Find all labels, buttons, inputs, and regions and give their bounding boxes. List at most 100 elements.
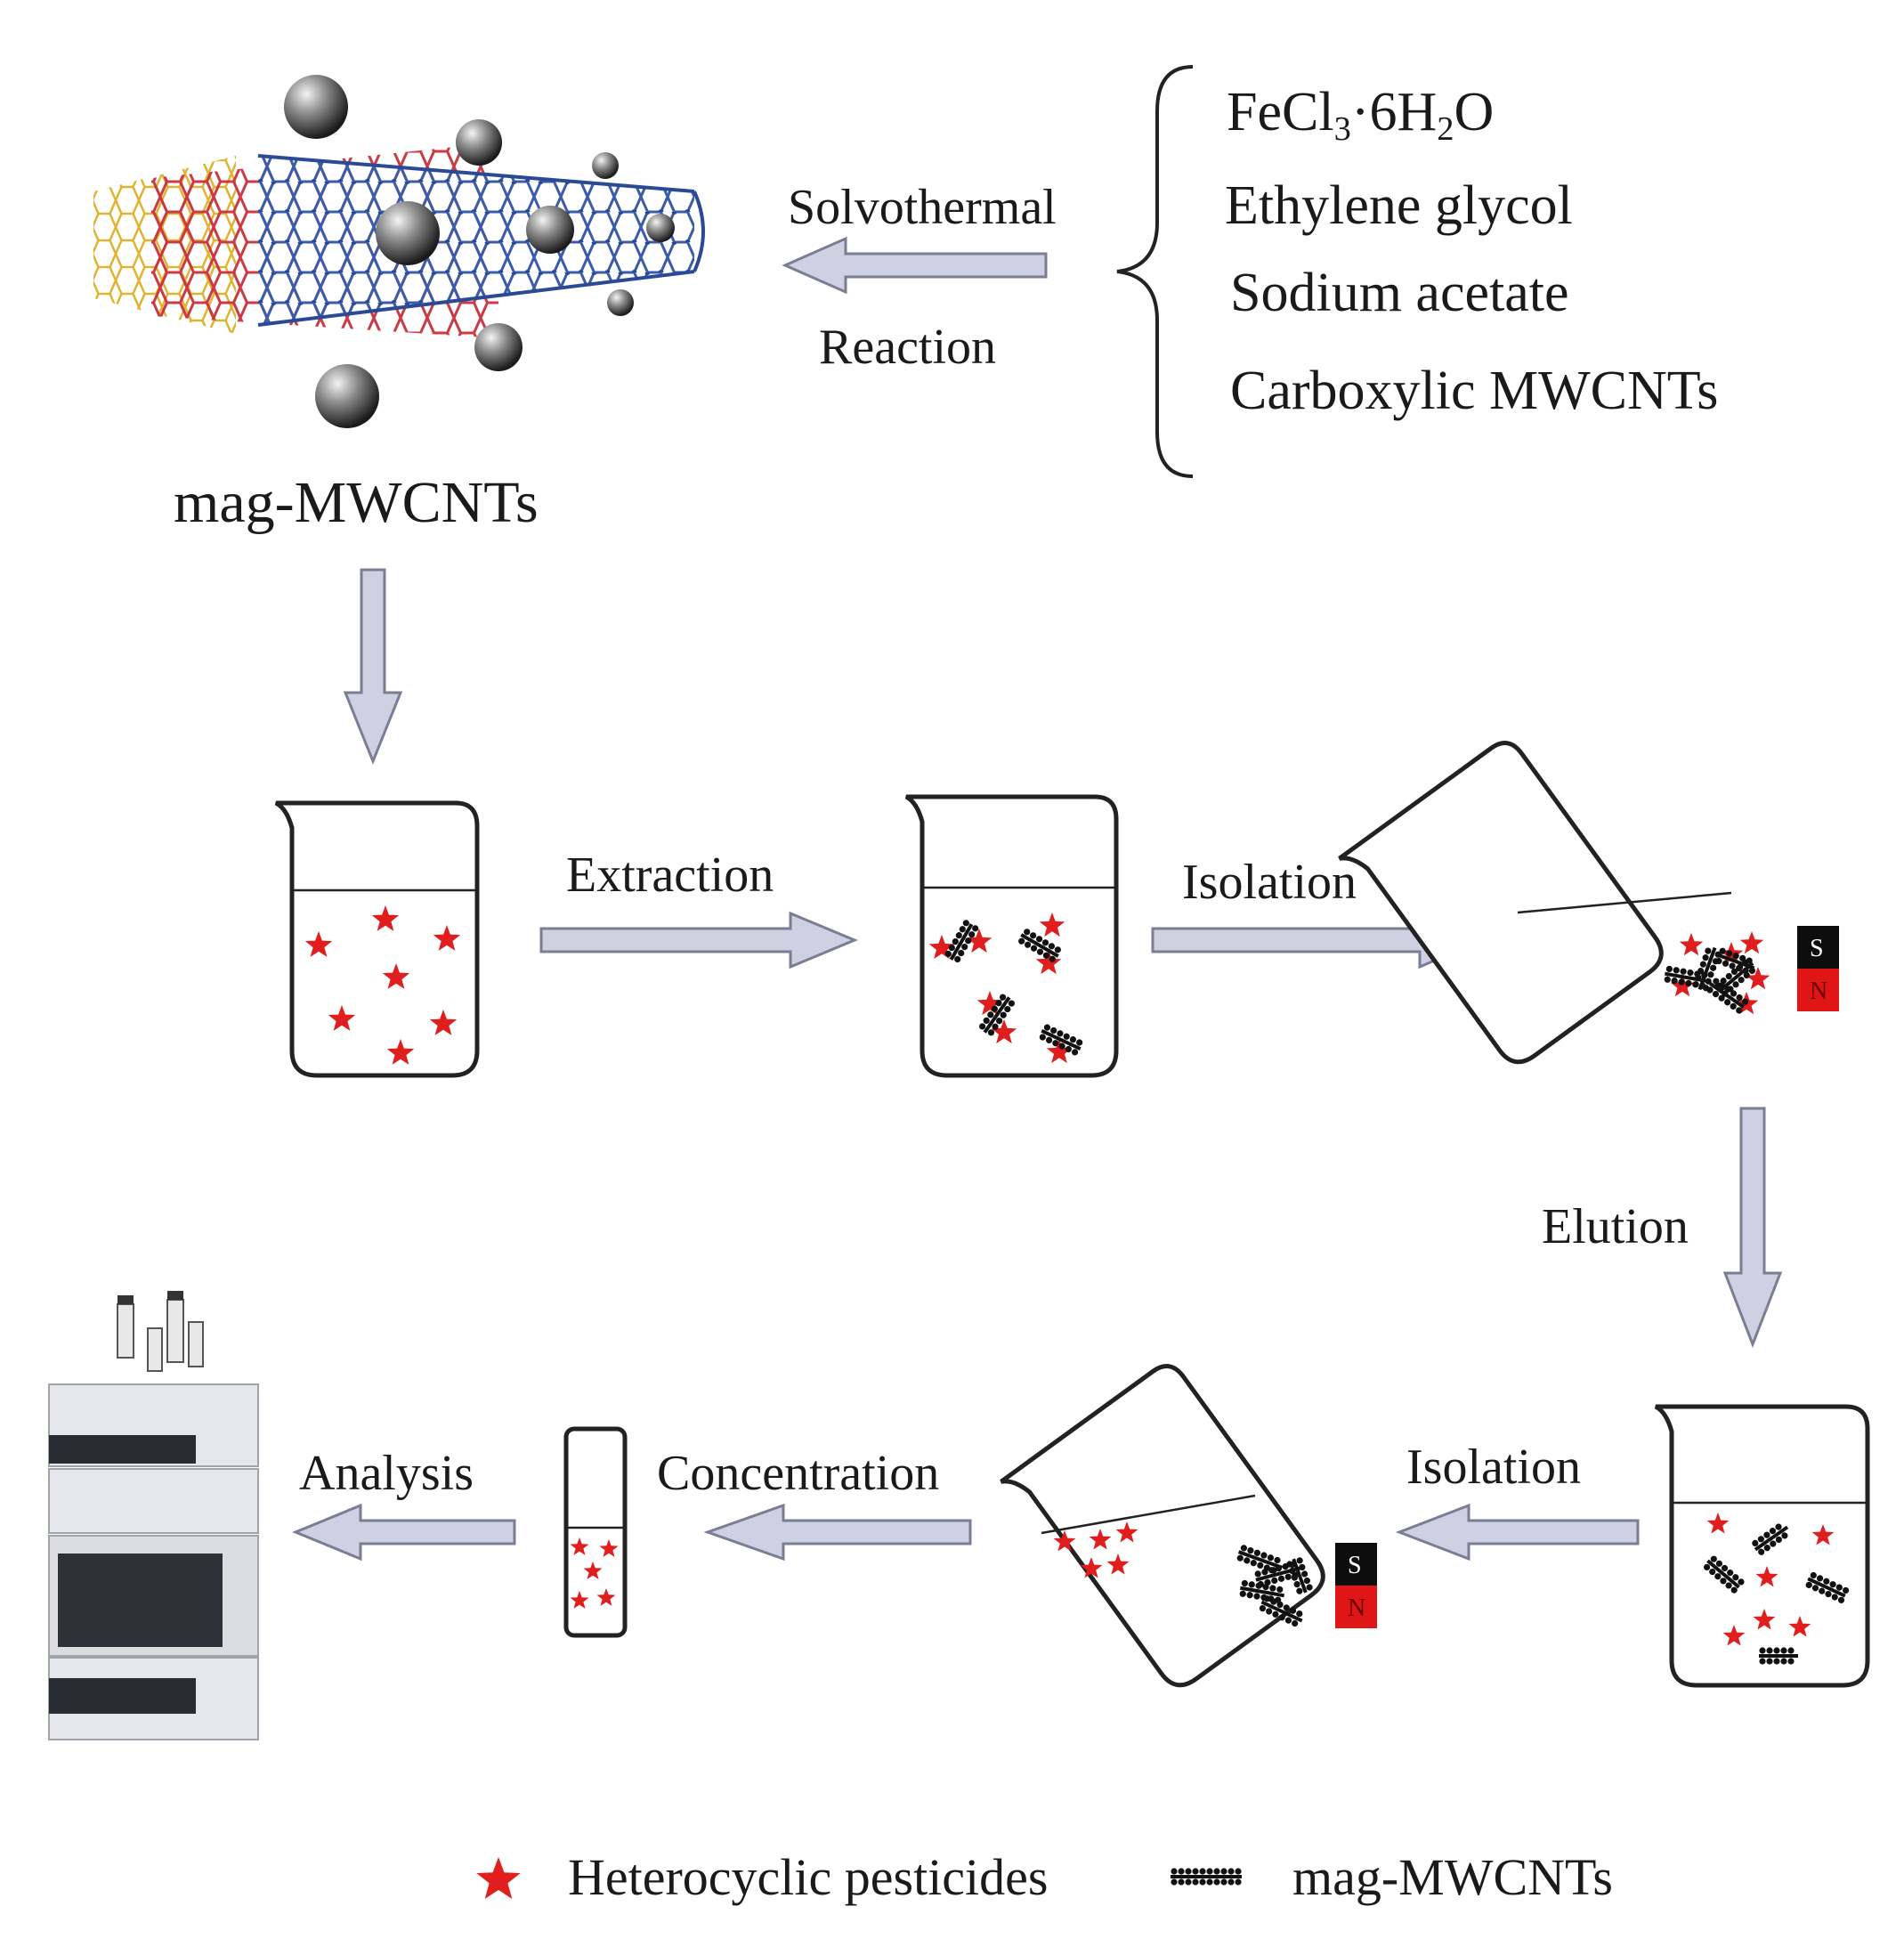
magnet-2 xyxy=(1335,1543,1377,1628)
pesticide-star xyxy=(1746,967,1770,990)
pesticide-star xyxy=(1753,1609,1776,1630)
pesticide-star xyxy=(1811,1524,1835,1545)
magnetic-nanoparticle xyxy=(376,201,440,265)
pesticide-star xyxy=(1106,1554,1130,1575)
magnetic-nanoparticle xyxy=(474,323,523,371)
nanotube-cluster xyxy=(1703,1555,1745,1594)
nanotube-cluster xyxy=(1752,1523,1789,1555)
pesticide-star xyxy=(570,1537,589,1555)
magnet-2-south-label: S xyxy=(1348,1552,1362,1579)
pesticide-star xyxy=(328,1005,356,1031)
reagent-fecl3: FeCl3·6H2O xyxy=(1227,82,1495,148)
magnet-1-south-label: S xyxy=(1810,935,1824,962)
pesticide-star xyxy=(386,1039,415,1065)
beaker-sample xyxy=(274,800,480,1078)
nanotube-cluster xyxy=(979,994,1015,1036)
pesticide-star xyxy=(433,925,461,951)
pesticide-star xyxy=(429,1010,458,1035)
beaker-isolation-2-liquid xyxy=(1041,1494,1256,1535)
magnet-2-north-label: N xyxy=(1348,1594,1366,1622)
nanotube-cluster xyxy=(1664,965,1709,989)
pesticide-star xyxy=(1039,913,1065,937)
legend-nanotube-label: mag-MWCNTs xyxy=(1292,1848,1614,1906)
pesticide-star xyxy=(1739,931,1764,954)
nanotube-clusters xyxy=(944,920,1850,1886)
reaction-label: Reaction xyxy=(819,320,997,375)
pesticide-star xyxy=(1722,1625,1746,1646)
elution-label: Elution xyxy=(1542,1199,1689,1254)
magnetic-nanoparticle xyxy=(526,206,574,254)
product-label: mag-MWCNTs xyxy=(174,470,539,535)
pesticide-star xyxy=(928,935,955,960)
beaker-isolation-1 xyxy=(1338,741,1664,1065)
magnetic-nanoparticle xyxy=(315,364,379,428)
isolation-label-1: Isolation xyxy=(1182,855,1357,910)
isolation-arrow-2 xyxy=(1395,1503,1640,1562)
pesticide-star xyxy=(1679,933,1704,956)
nanotube-cluster xyxy=(1805,1571,1850,1603)
magnet-1-north-label: N xyxy=(1810,978,1828,1005)
nanotube-cluster xyxy=(1039,1024,1083,1056)
elution-arrow xyxy=(1722,1107,1783,1349)
reagent-brace xyxy=(1116,65,1194,478)
nanotube-illustration xyxy=(93,75,705,428)
concentration-arrow xyxy=(703,1503,972,1562)
pesticide-star xyxy=(976,991,1003,1016)
pesticide-star xyxy=(1035,950,1062,975)
reagent-sodium-acetate: Sodium acetate xyxy=(1230,263,1569,323)
pesticide-star xyxy=(304,931,333,957)
pesticide-star xyxy=(583,1562,603,1579)
isolation-label-2: Isolation xyxy=(1406,1440,1581,1495)
reagent-carboxylic-mwcnts: Carboxylic MWCNTs xyxy=(1230,361,1719,421)
analysis-label: Analysis xyxy=(299,1446,474,1501)
pesticide-star xyxy=(1706,1513,1730,1534)
nanotube-cluster xyxy=(1759,1647,1798,1665)
extraction-arrow xyxy=(539,911,858,969)
nanotube-cluster xyxy=(1715,947,1755,975)
magnetic-nanoparticle xyxy=(592,152,619,179)
pesticide-star xyxy=(1080,1557,1103,1578)
pesticide-star xyxy=(1115,1521,1138,1543)
magnetic-nanoparticle xyxy=(284,75,348,139)
analysis-arrow xyxy=(292,1503,516,1562)
pesticide-star xyxy=(1755,1566,1778,1587)
nanotube-cluster xyxy=(1236,1545,1284,1574)
pesticide-star xyxy=(371,905,400,931)
extraction-label: Extraction xyxy=(566,848,774,903)
down-arrow-to-extraction xyxy=(343,568,403,766)
pesticide-star xyxy=(1046,1039,1073,1064)
pesticide-star xyxy=(991,1019,1017,1044)
vial-concentrate xyxy=(563,1426,628,1638)
nanotube-cluster xyxy=(1286,1557,1313,1594)
nanotube-cluster xyxy=(1018,929,1061,962)
nanotube-cluster xyxy=(1239,1579,1284,1603)
magnetic-nanoparticle xyxy=(607,289,634,316)
pesticide-star xyxy=(476,1857,521,1899)
magnetic-nanoparticle xyxy=(646,214,675,242)
beaker-isolation-2 xyxy=(1000,1364,1325,1688)
hplc-instrument xyxy=(48,1291,259,1740)
pesticide-star xyxy=(1670,974,1695,997)
solvothermal-label: Solvothermal xyxy=(788,180,1057,235)
magnetic-nanoparticle xyxy=(456,119,502,166)
pesticide-star xyxy=(1089,1529,1112,1550)
solvothermal-arrow xyxy=(782,236,1048,295)
magnet-1 xyxy=(1797,926,1839,1011)
pesticide-star xyxy=(570,1591,589,1609)
nanotube-cluster xyxy=(1259,1595,1303,1627)
pesticide-star xyxy=(599,1539,619,1557)
beaker-extraction xyxy=(904,794,1119,1078)
pesticide-stars xyxy=(304,905,1835,1899)
beaker-isolation-1-liquid xyxy=(1517,891,1732,914)
nanotube-cluster xyxy=(1706,978,1749,1014)
concentration-label: Concentration xyxy=(657,1446,940,1501)
pesticide-star xyxy=(966,929,993,953)
legend-star-label: Heterocyclic pesticides xyxy=(568,1848,1049,1906)
pesticide-star xyxy=(1053,1530,1076,1552)
pesticide-star xyxy=(1788,1616,1811,1637)
reagent-ethylene-glycol: Ethylene glycol xyxy=(1225,175,1573,236)
nanotube-cluster xyxy=(1171,1868,1242,1886)
nanotube-cluster xyxy=(944,920,979,963)
